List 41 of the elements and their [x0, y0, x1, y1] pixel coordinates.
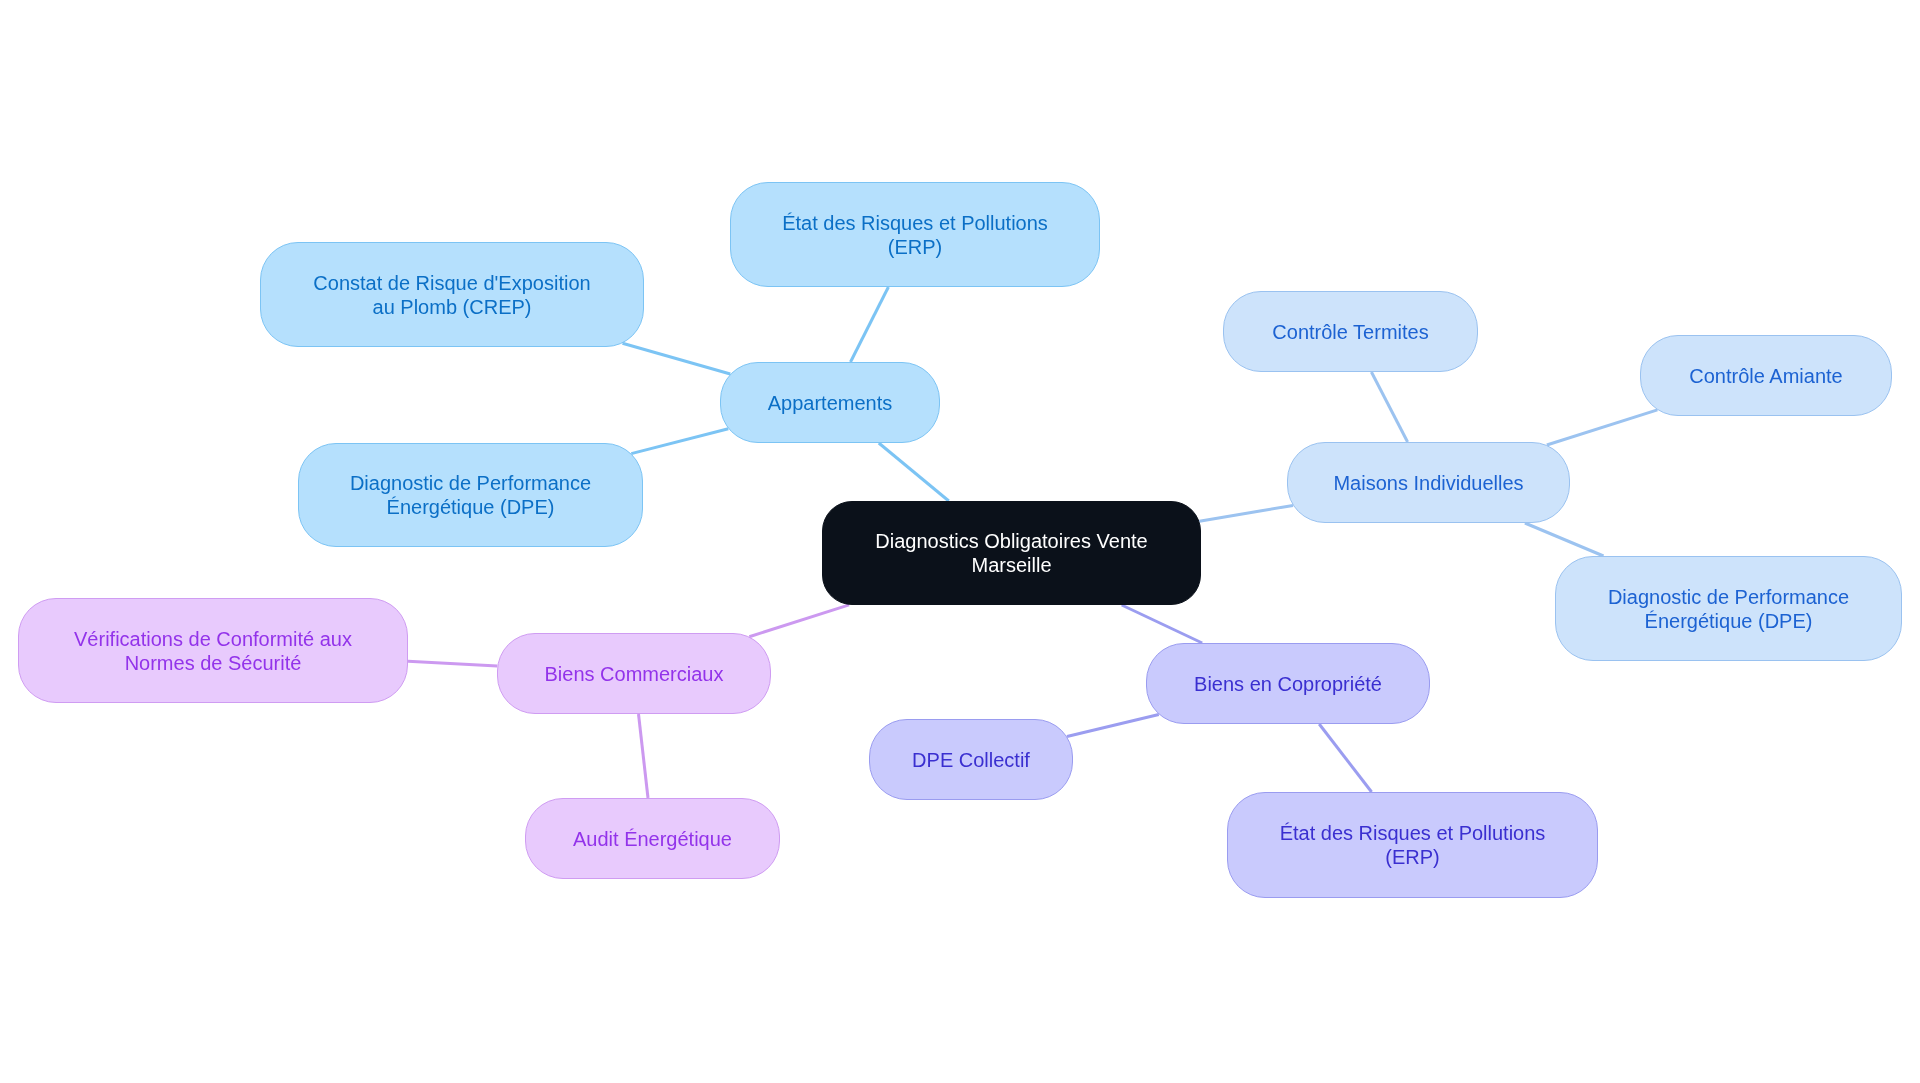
- topic-box: [298, 443, 643, 547]
- connector-line: [630, 427, 729, 456]
- topic-label: Maisons Individuelles: [1333, 470, 1524, 495]
- topic-label: Audit Énergétique: [573, 826, 732, 851]
- topic-label: DPE Collectif: [912, 747, 1030, 772]
- connector-line: [877, 441, 950, 503]
- topic-label: État des Risques et Pollutions (ERP): [1278, 821, 1547, 869]
- topic-label: Vérifications de Conformité aux Normes de Sécurité: [73, 626, 353, 675]
- connector-line: [1121, 603, 1203, 645]
- connector-line: [748, 603, 850, 639]
- topic-box: [1640, 335, 1892, 416]
- root-topic-box: [822, 501, 1201, 605]
- connector-line: [1370, 371, 1409, 443]
- topic-box: [1227, 792, 1598, 898]
- topic-box: [869, 719, 1073, 800]
- topic-box: [1146, 643, 1430, 724]
- topic-label: Constat de Risque d'Exposition au Plomb (CREP): [312, 270, 592, 319]
- topic-label: Contrôle Amiante: [1689, 363, 1843, 388]
- connector-line: [622, 341, 731, 376]
- connector-line: [1546, 408, 1658, 447]
- topic-box: [1555, 556, 1902, 661]
- topic-label: Diagnostic de Performance Énergétique (DPE): [1606, 584, 1851, 633]
- topic-label: Appartements: [767, 390, 893, 415]
- topic-label: Diagnostics Obligatoires Vente Marseille: [874, 529, 1149, 577]
- topic-label: Biens en Copropriété: [1194, 671, 1382, 696]
- connector-line: [407, 659, 498, 668]
- connector-line: [1199, 503, 1294, 523]
- topic-box: [260, 242, 644, 347]
- connector-line: [849, 286, 890, 363]
- connector-line: [637, 713, 650, 799]
- topic-box: [18, 598, 408, 703]
- topic-box: [730, 182, 1100, 287]
- topic-label: Contrôle Termites: [1272, 319, 1429, 344]
- connector-line: [1524, 521, 1605, 558]
- topic-label: Biens Commerciaux: [544, 661, 724, 686]
- topic-box: [720, 362, 940, 443]
- topic-label: État des Risques et Pollutions (ERP): [781, 210, 1049, 259]
- topic-label: Diagnostic de Performance Énergétique (DPE): [348, 471, 593, 519]
- connector-line: [1066, 713, 1160, 738]
- connector-line: [1318, 723, 1373, 793]
- topic-box: [1287, 442, 1570, 523]
